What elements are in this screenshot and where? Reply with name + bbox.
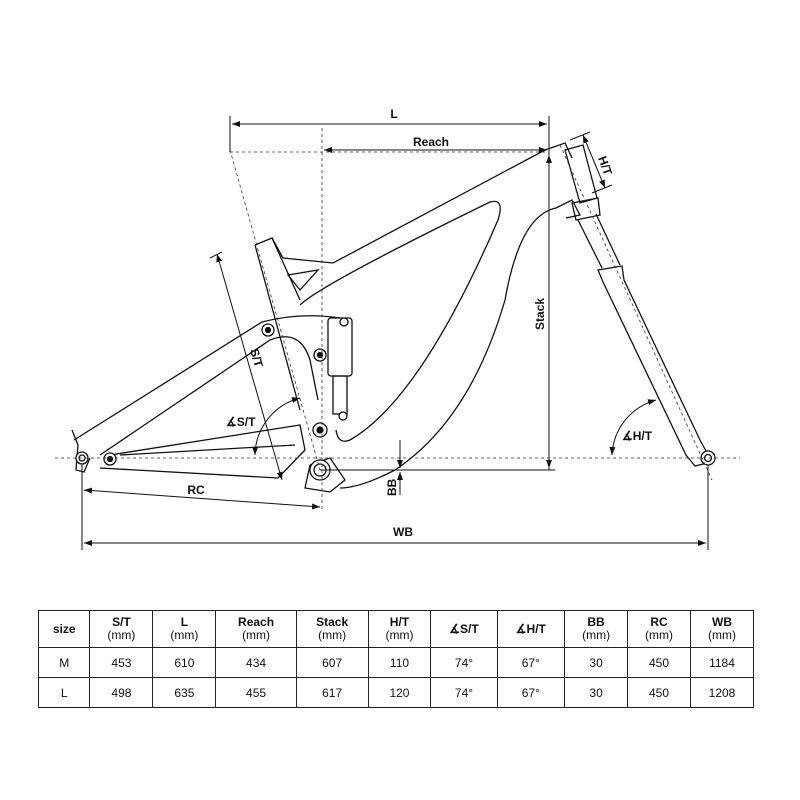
column-header-label: ∡H/T [515, 621, 546, 636]
column-header-label: Stack [316, 615, 349, 629]
column-header-unit: (mm) [582, 628, 611, 642]
column-header: BB(mm) [564, 610, 629, 648]
table-cell: L [37, 677, 91, 708]
fork-stanchion [577, 213, 621, 269]
table-cell: M [37, 647, 91, 678]
column-header-label: ∡S/T [449, 621, 479, 636]
bb-shell [304, 457, 346, 493]
table-cell: 455 [215, 677, 297, 708]
column-header: Stack(mm) [295, 610, 369, 648]
column-header-label: RC [650, 615, 668, 629]
column-header: size [37, 610, 91, 648]
table-cell: 1208 [690, 677, 754, 708]
head-tube [555, 199, 581, 219]
column-header: H/T(mm) [367, 610, 432, 648]
fork-crown [571, 197, 601, 221]
fork-lower [597, 265, 713, 467]
label-ht: H/T [595, 154, 615, 178]
column-header-label: size [52, 621, 76, 636]
label-ht-angle: ∡H/T [622, 429, 653, 443]
column-header: L(mm) [152, 610, 217, 648]
column-header: S/T(mm) [89, 610, 154, 648]
table-cell: 617 [295, 677, 369, 708]
label-l: L [390, 107, 397, 121]
column-header-unit: (mm) [107, 628, 136, 642]
top-tube [254, 142, 573, 264]
column-header: ∡H/T [496, 610, 566, 648]
column-header-unit: (mm) [645, 628, 674, 642]
column-header-unit: (mm) [385, 628, 414, 642]
seat-tube [254, 237, 301, 411]
table-cell: 450 [627, 677, 691, 708]
column-header-unit: (mm) [708, 628, 736, 642]
shock-body [327, 317, 353, 377]
label-rc: RC [187, 483, 205, 497]
table-cell: 498 [89, 677, 154, 708]
column-header: WB(mm) [690, 610, 754, 648]
label-wb: WB [393, 525, 413, 539]
label-st: S/T [247, 347, 266, 369]
label-st-angle: ∡S/T [226, 415, 256, 429]
label-reach: Reach [413, 135, 449, 149]
table-cell: 607 [295, 647, 369, 678]
column-header-label: Reach [238, 615, 275, 629]
column-header-label: L [180, 615, 189, 629]
dimension-lines [81, 116, 709, 550]
column-header: ∡S/T [430, 610, 498, 648]
column-header-label: H/T [389, 615, 410, 629]
column-header-unit: (mm) [318, 628, 347, 642]
table-cell: 74° [430, 647, 498, 678]
table-cell: 1184 [690, 647, 754, 678]
shock-shaft [332, 375, 348, 415]
table-cell: 450 [627, 647, 691, 678]
column-header-unit: (mm) [170, 628, 199, 642]
table-cell: 74° [430, 677, 498, 708]
seat-stay [73, 315, 341, 456]
table-cell: 110 [367, 647, 432, 678]
label-stack: Stack [533, 298, 547, 330]
table-cell: 30 [564, 677, 629, 708]
column-header-unit: (mm) [242, 628, 271, 642]
column-header-label: WB [712, 615, 732, 629]
table-cell: 434 [215, 647, 297, 678]
column-header: RC(mm) [627, 610, 691, 648]
bike-frame [71, 142, 713, 493]
table-cell: 120 [367, 677, 432, 708]
frame-geometry-diagram: L Reach H/T Stack S/T ∡S/T ∡H/T RC BB WB [55, 107, 740, 550]
label-bb: BB [385, 478, 399, 496]
table-cell: 453 [89, 647, 154, 678]
dropout [71, 429, 91, 473]
top-tube-inner [299, 200, 501, 442]
column-header-label: S/T [112, 615, 131, 629]
pivots [75, 317, 716, 481]
column-header: Reach(mm) [215, 610, 297, 648]
down-tube [339, 207, 557, 489]
table-cell: 67° [496, 647, 566, 678]
table-cell: 610 [152, 647, 217, 678]
column-header-label: BB [587, 615, 605, 629]
table-cell: 635 [152, 677, 217, 708]
table-cell: 67° [496, 677, 566, 708]
table-cell: 30 [564, 647, 629, 678]
gusset [286, 269, 320, 292]
